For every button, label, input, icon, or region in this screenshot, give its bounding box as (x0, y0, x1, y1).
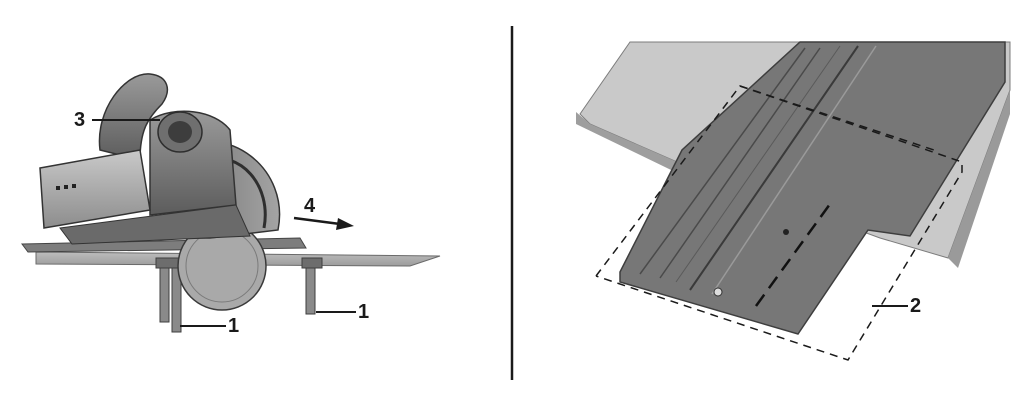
callout-clamp-left: 1 (228, 315, 240, 337)
guide-rail (619, 41, 1006, 335)
callout-rail-edge: 2 (910, 295, 922, 317)
battery-pack (39, 149, 151, 229)
direction-arrow (293, 216, 354, 230)
clamp-right (301, 257, 323, 315)
callout-clamp-right: 1 (358, 301, 370, 323)
saw-illustration (21, 73, 441, 333)
dashed-outline (595, 85, 963, 361)
clamp-left (155, 257, 187, 333)
callout-dust-port: 3 (74, 109, 86, 131)
saw-handle (98, 73, 169, 161)
callout-direction: 4 (304, 195, 316, 217)
rail-illustration (576, 41, 1011, 361)
